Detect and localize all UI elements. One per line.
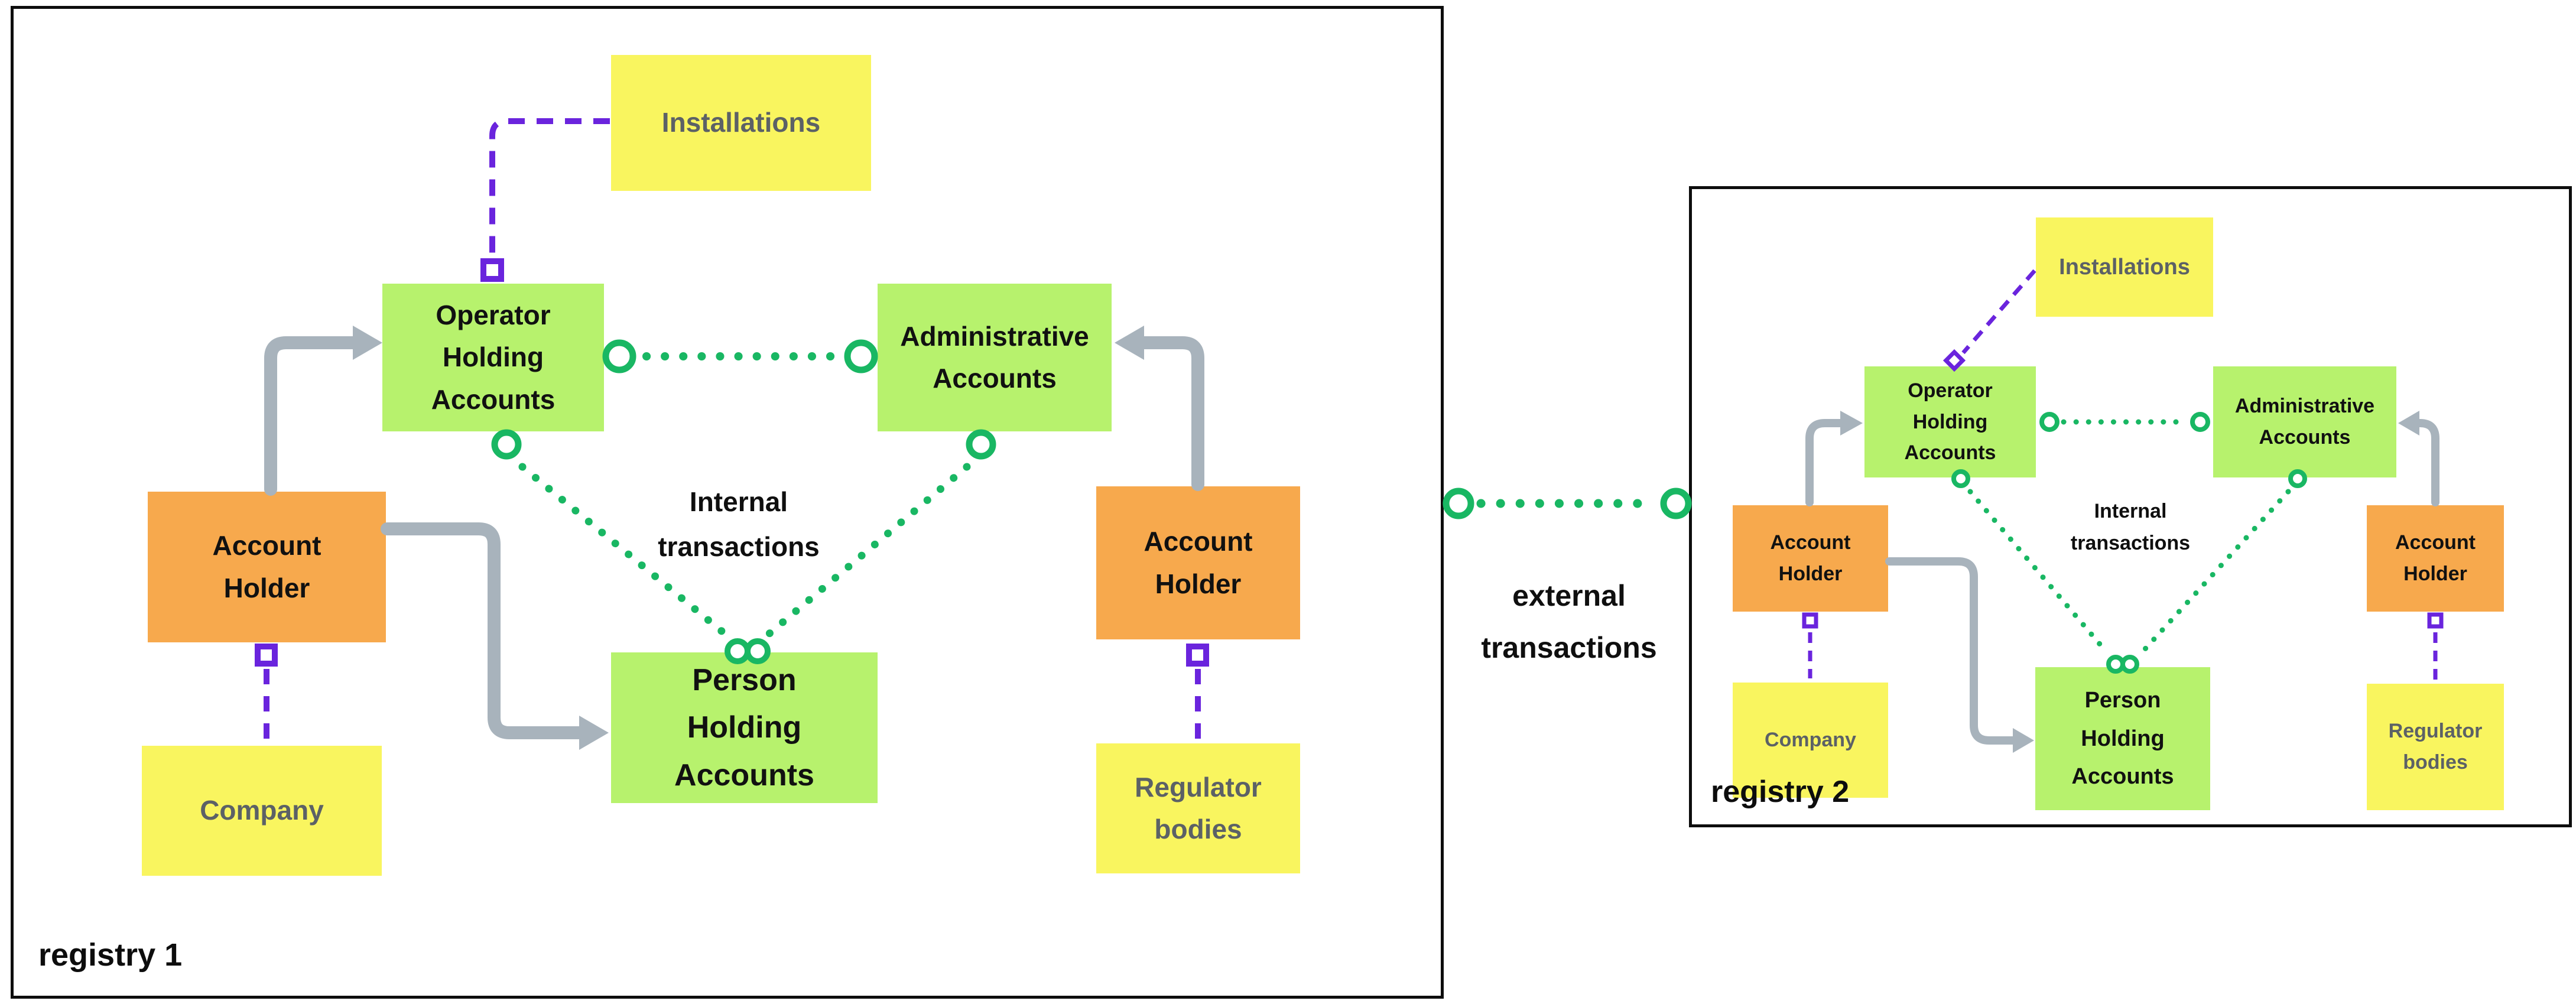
r2-person-holding-accounts-box: Person Holding Accounts — [2035, 667, 2210, 810]
r1-person-holding-accounts-box: Person Holding Accounts — [611, 652, 878, 803]
r1-internal-transactions-label: Internal transactions — [658, 486, 820, 562]
external-transactions-link — [1443, 488, 1692, 519]
r2-internal-transactions-label: Internal transactions — [2070, 500, 2191, 555]
r1-installations-box: Installations — [611, 55, 871, 191]
r1-company-box: Company — [142, 746, 382, 876]
r2-regulator-bodies-box: Regulator bodies — [2367, 684, 2504, 810]
r1-regulator-bodies-box: Regulator bodies — [1096, 743, 1300, 873]
r2-account-holder-right-box: Account Holder — [2367, 505, 2504, 612]
registry1-label: registry 1 — [38, 937, 183, 973]
r2-operator-holding-accounts-box: Operator Holding Accounts — [1864, 366, 2036, 477]
r2-account-holder-left-box: Account Holder — [1733, 505, 1888, 612]
r2-administrative-accounts-box: Administrative Accounts — [2213, 366, 2396, 477]
r2-company-box: Company — [1733, 683, 1888, 798]
registry2-label: registry 2 — [1711, 775, 1850, 809]
r2-installations-box: Installations — [2036, 217, 2213, 317]
r1-operator-holding-accounts-box: Operator Holding Accounts — [382, 284, 604, 431]
external-transactions-label: external transactions — [1481, 579, 1657, 664]
registry1-frame — [11, 6, 1444, 999]
r1-account-holder-left-box: Account Holder — [148, 492, 386, 642]
r1-administrative-accounts-box: Administrative Accounts — [878, 284, 1112, 431]
r1-account-holder-right-box: Account Holder — [1096, 486, 1300, 639]
